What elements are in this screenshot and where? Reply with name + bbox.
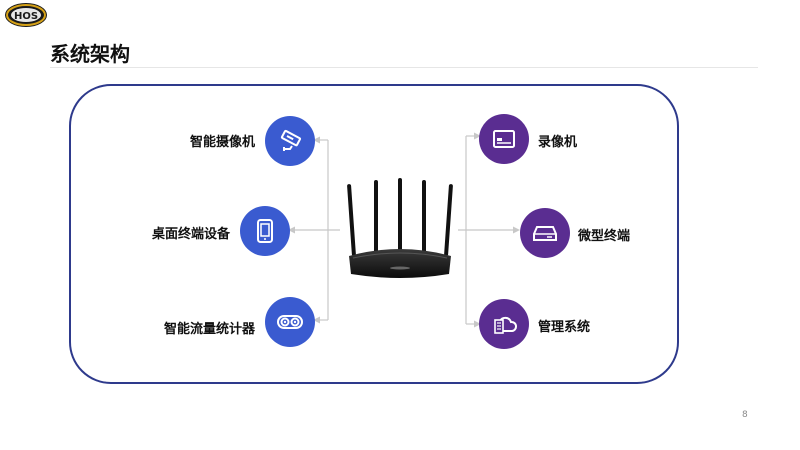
svg-text:HOS: HOS — [14, 11, 38, 22]
dual-lens-counter-icon — [265, 297, 315, 347]
hard-drive-icon — [520, 208, 570, 258]
wireless-router-icon — [345, 178, 455, 282]
node-label-traffic-counter: 智能流量统计器 — [163, 322, 255, 337]
security-camera-icon — [265, 116, 315, 166]
video-recorder-icon — [479, 114, 529, 164]
page-title: 系统架构 — [50, 42, 130, 66]
node-label-smart-camera: 智能摄像机 — [189, 135, 255, 150]
node-label-management-system: 管理系统 — [538, 320, 591, 335]
node-label-micro-terminal: 微型终端 — [578, 229, 631, 244]
title-divider — [50, 67, 758, 68]
node-label-video-recorder: 录像机 — [538, 135, 578, 150]
node-label-desktop-terminal: 桌面终端设备 — [151, 227, 230, 242]
hos-logo: HOS — [4, 2, 48, 28]
cloud-server-icon — [479, 299, 529, 349]
page-number: 8 — [742, 410, 748, 420]
tablet-icon — [240, 206, 290, 256]
diagram-frame — [69, 84, 679, 384]
